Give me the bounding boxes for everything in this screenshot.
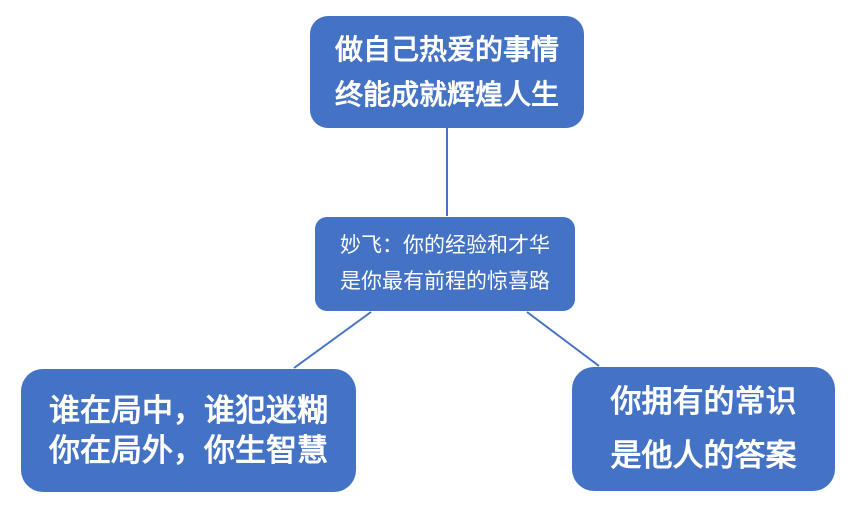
- node-top-text-line2: 终能成就辉煌人生: [334, 79, 559, 110]
- node-bottom-right-text-line2: 是他人的答案: [610, 438, 797, 473]
- node-bottom-left[interactable]: 谁在局中，谁犯迷糊 你在局外，你生智慧: [21, 369, 356, 492]
- node-top[interactable]: 做自己热爱的事情 终能成就辉煌人生: [310, 16, 584, 128]
- node-bottom-right[interactable]: 你拥有的常识 是他人的答案: [572, 367, 835, 491]
- node-bottom-left-text-line1: 谁在局中，谁犯迷糊: [49, 392, 328, 428]
- connector-center-to-bottom-left: [293, 311, 372, 369]
- connector-center-to-bottom-right: [526, 311, 600, 367]
- node-top-text-line1: 做自己热爱的事情: [334, 34, 559, 65]
- node-bottom-left-text-line2: 你在局外，你生智慧: [49, 432, 328, 468]
- node-center-text-line2: 是你最有前程的惊喜路: [340, 270, 550, 293]
- node-bottom-right-text-line1: 你拥有的常识: [610, 384, 797, 419]
- node-center-text-line1: 妙飞：你的经验和才华: [340, 234, 550, 257]
- node-center[interactable]: 妙飞：你的经验和才华 是你最有前程的惊喜路: [315, 217, 575, 311]
